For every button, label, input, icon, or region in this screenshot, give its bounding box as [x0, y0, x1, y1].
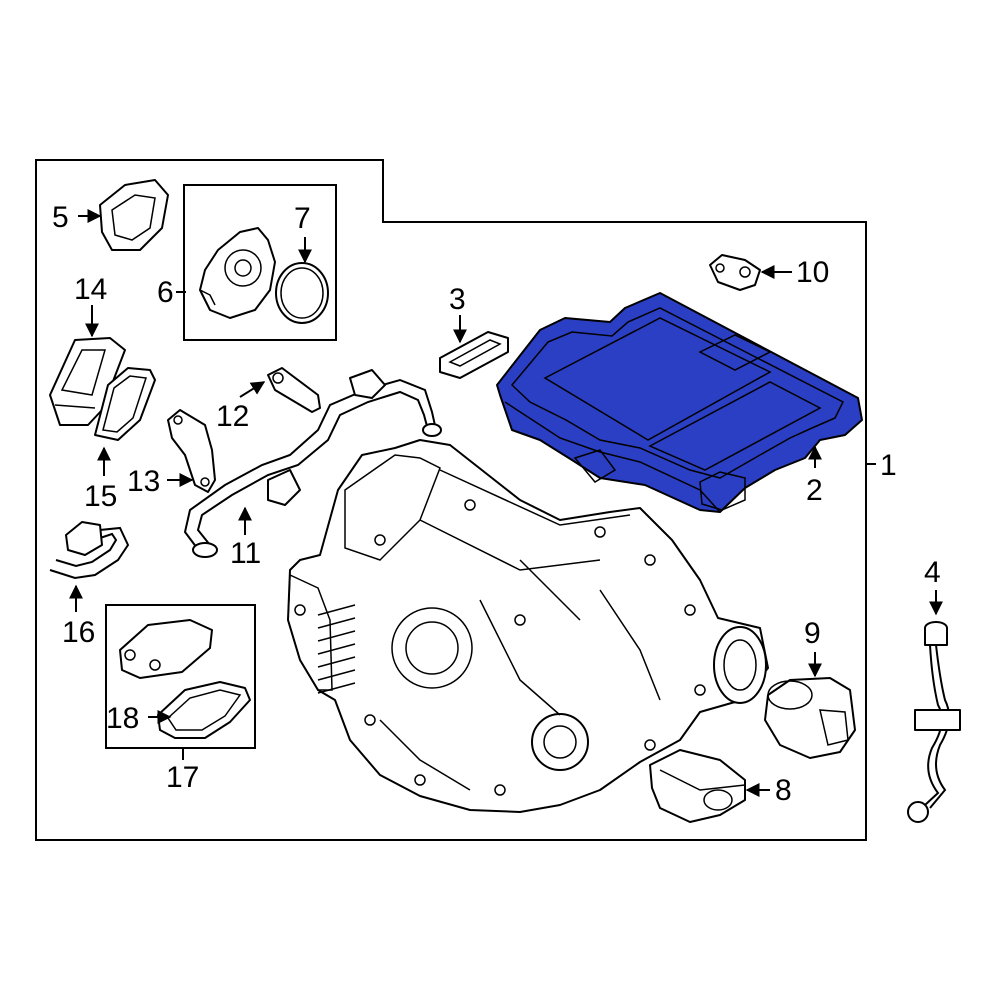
- group-box-17: [105, 604, 256, 749]
- callout-9[interactable]: 9: [804, 617, 821, 650]
- callout-11[interactable]: 11: [230, 537, 261, 570]
- part-5-shield[interactable]: [99, 179, 169, 251]
- callout-13[interactable]: 13: [127, 465, 160, 498]
- part-18-gasket[interactable]: [157, 681, 251, 739]
- callout-16[interactable]: 16: [62, 616, 95, 649]
- transaxle-bore-left-inner: [405, 621, 459, 675]
- part-15-gasket[interactable]: [94, 367, 156, 441]
- part-10-sensor[interactable]: [709, 254, 761, 291]
- callout-5[interactable]: 5: [52, 201, 69, 234]
- transaxle-top-cover: [344, 454, 441, 561]
- assembly-frame: [35, 159, 867, 841]
- inverter-side: [504, 401, 721, 513]
- part-1-transaxle[interactable]: [287, 439, 769, 813]
- inverter-connector: [699, 471, 746, 511]
- callout-4[interactable]: 4: [924, 556, 941, 589]
- callout-2[interactable]: 2: [806, 474, 823, 507]
- part-16-hose[interactable]: [49, 521, 130, 580]
- transaxle-bore-left: [391, 607, 473, 689]
- leader-lines: [69, 209, 943, 797]
- transaxle-output-inner: [723, 639, 757, 691]
- transaxle-ridge: [419, 469, 631, 571]
- part-3-seal[interactable]: [439, 331, 509, 379]
- callout-10[interactable]: 10: [796, 256, 829, 289]
- group-box-6-7: [183, 184, 337, 341]
- inverter-body: [496, 292, 863, 513]
- transaxle-axle-port-inner: [543, 725, 577, 759]
- part-11-hose[interactable]: [183, 369, 442, 558]
- part-17-cover[interactable]: [119, 619, 213, 679]
- inverter-lid-inner: [510, 307, 845, 479]
- callout-17[interactable]: 17: [166, 761, 199, 794]
- callout-14[interactable]: 14: [74, 273, 107, 306]
- callout-labels: 1 2 3 4 5 6 7 8 9 10 11 12 13 14 15 16 1…: [52, 201, 941, 807]
- inverter-panel-a: [543, 317, 772, 441]
- inverter-mount: [573, 449, 617, 483]
- transaxle-axle-port: [531, 713, 589, 771]
- part-2-inverter[interactable]: [496, 292, 863, 513]
- callout-3[interactable]: 3: [449, 283, 466, 316]
- inverter-panel-b: [648, 381, 822, 471]
- transaxle-housing-ribs: [379, 559, 661, 791]
- callout-1[interactable]: 1: [880, 449, 897, 482]
- callout-6[interactable]: 6: [157, 276, 174, 309]
- callout-18[interactable]: 18: [106, 702, 139, 735]
- transaxle-output: [713, 626, 767, 704]
- callout-15[interactable]: 15: [84, 480, 117, 513]
- part-12-sensor[interactable]: [267, 367, 321, 413]
- transaxle-fins: [317, 604, 356, 694]
- callout-12[interactable]: 12: [216, 400, 249, 433]
- part-7-o-ring[interactable]: [275, 262, 329, 324]
- part-6-pump[interactable]: [199, 227, 276, 319]
- part-13-bracket[interactable]: [167, 409, 216, 493]
- part-9-mount[interactable]: [764, 677, 856, 759]
- callout-7[interactable]: 7: [294, 202, 311, 235]
- inverter-vent: [698, 334, 772, 371]
- part-4-harness[interactable]: [907, 621, 961, 823]
- transaxle-left-cover: [287, 573, 333, 691]
- transaxle-bolts: [294, 499, 706, 796]
- callout-8[interactable]: 8: [775, 774, 792, 807]
- part-8-mount[interactable]: [649, 749, 746, 823]
